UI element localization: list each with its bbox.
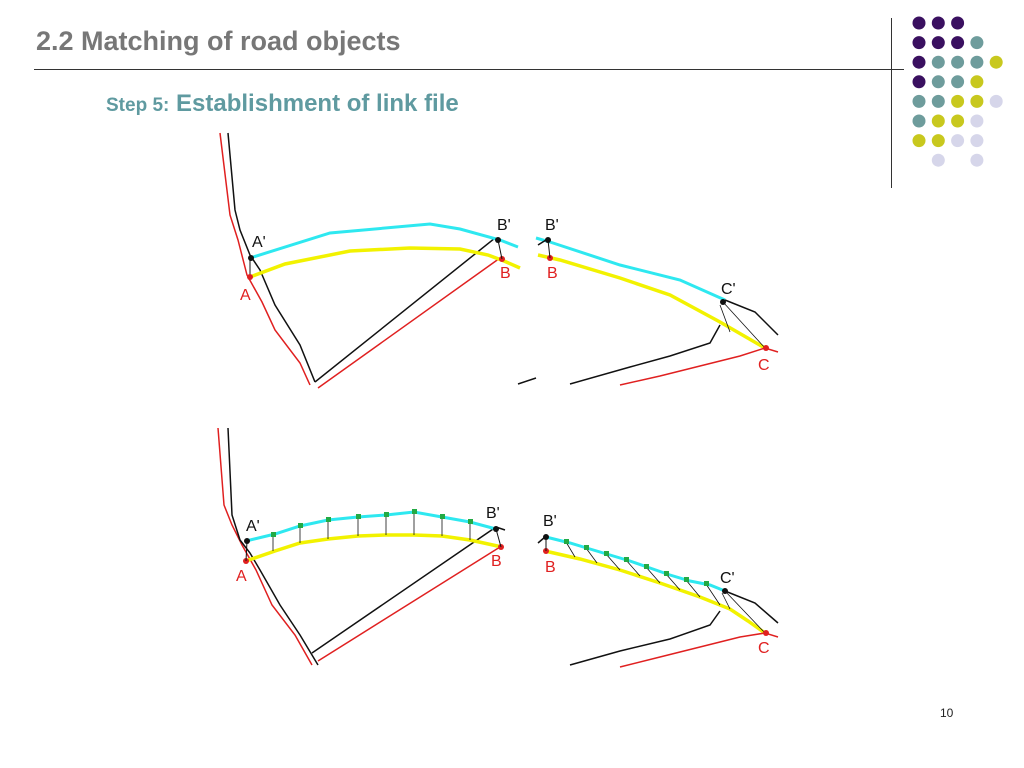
decor-dot: [970, 36, 984, 50]
decor-dot: [989, 55, 1003, 69]
yellow-line-right: [537, 253, 766, 350]
black-road-right-a: [537, 239, 547, 246]
decor-dot: [931, 94, 945, 108]
point-A-prime: [248, 255, 254, 261]
road-matching-diagram-bottom: A' A B' B B' B C' C: [217, 427, 779, 668]
black-road-right-d: [517, 377, 537, 385]
point-C-prime: [720, 299, 726, 305]
decor-dot: [931, 55, 945, 69]
link-vectors-left: [272, 512, 471, 551]
road-matching-diagram-top: A' A B' B B' B C' C: [219, 132, 779, 389]
label-B-left: B: [491, 553, 502, 570]
red-road-diagonal: [317, 546, 501, 662]
label-C-prime: C': [720, 570, 735, 587]
title-divider: [34, 69, 904, 70]
link-markers-right: [564, 539, 709, 586]
decor-dot: [912, 134, 926, 148]
label-B-prime-left: B': [486, 505, 500, 522]
decor-dot: [912, 94, 926, 108]
decor-dot: [951, 36, 965, 50]
point-C: [763, 630, 769, 636]
red-road-right: [619, 347, 779, 386]
black-road-right-b: [724, 299, 779, 336]
red-road-diagonal: [317, 257, 501, 389]
label-C-prime: C': [721, 281, 736, 298]
black-road-edge-left: [227, 427, 319, 666]
yellow-line-left: [245, 533, 503, 563]
step-heading: Step 5: Establishment of link file: [106, 90, 459, 118]
label-A: A: [236, 568, 247, 585]
label-B-right: B: [547, 265, 558, 282]
decor-dot: [970, 134, 984, 148]
label-B-prime-right: B': [543, 513, 557, 530]
label-A-prime: A': [252, 234, 266, 251]
red-road-edge-left: [219, 132, 311, 386]
decor-dot: [912, 75, 926, 89]
vertical-divider: [891, 18, 892, 188]
decor-dot: [970, 94, 984, 108]
label-C: C: [758, 357, 770, 374]
decor-dot: [931, 114, 945, 128]
decor-dot: [951, 114, 965, 128]
decor-dot: [951, 134, 965, 148]
label-B-right: B: [545, 559, 556, 576]
yellow-line-right: [544, 549, 767, 635]
link-vectors-right: [565, 541, 766, 634]
decor-dot: [912, 16, 926, 30]
red-road-right: [619, 632, 779, 668]
black-road-right-c: [569, 610, 721, 666]
black-road-right-c: [569, 324, 721, 385]
decor-dot: [951, 55, 965, 69]
decor-dot: [970, 153, 984, 167]
decor-dot: [931, 36, 945, 50]
decor-dot: [931, 153, 945, 167]
decor-dot: [951, 94, 965, 108]
label-A: A: [240, 287, 251, 304]
step-label: Step 5:: [106, 95, 170, 116]
decor-dot: [931, 16, 945, 30]
decorative-dot-grid: [912, 16, 1003, 167]
decor-dot: [970, 75, 984, 89]
label-B-prime-left: B': [497, 217, 511, 234]
label-B-prime-right: B': [545, 217, 559, 234]
black-road-diagonal: [314, 237, 499, 383]
decor-dot: [951, 75, 965, 89]
label-A-prime: A': [246, 518, 260, 535]
decor-dot: [951, 16, 965, 30]
cyan-line-left: [245, 510, 497, 543]
decor-dot: [912, 36, 926, 50]
decor-dot: [912, 114, 926, 128]
decor-dot: [970, 55, 984, 69]
black-road-edge-left: [227, 132, 316, 383]
red-road-edge-left: [217, 427, 313, 666]
label-B-left: B: [500, 265, 511, 282]
point-C: [763, 345, 769, 351]
cyan-line-left: [249, 222, 519, 260]
decor-dot: [931, 134, 945, 148]
link-markers-left: [271, 509, 473, 537]
point-C-prime: [722, 588, 728, 594]
decor-dot: [989, 94, 1003, 108]
step-title: Establishment of link file: [169, 90, 459, 117]
black-road-diagonal: [311, 526, 506, 654]
slide-title: 2.2 Matching of road objects: [36, 26, 401, 56]
black-road-right-b: [724, 590, 779, 624]
cyan-line-right: [545, 535, 726, 593]
cyan-line-right: [535, 236, 726, 302]
decor-dot: [931, 75, 945, 89]
point-A: [247, 274, 253, 280]
decor-dot: [912, 55, 926, 69]
label-C: C: [758, 640, 770, 657]
page-number: 10: [940, 706, 954, 720]
decor-dot: [970, 114, 984, 128]
